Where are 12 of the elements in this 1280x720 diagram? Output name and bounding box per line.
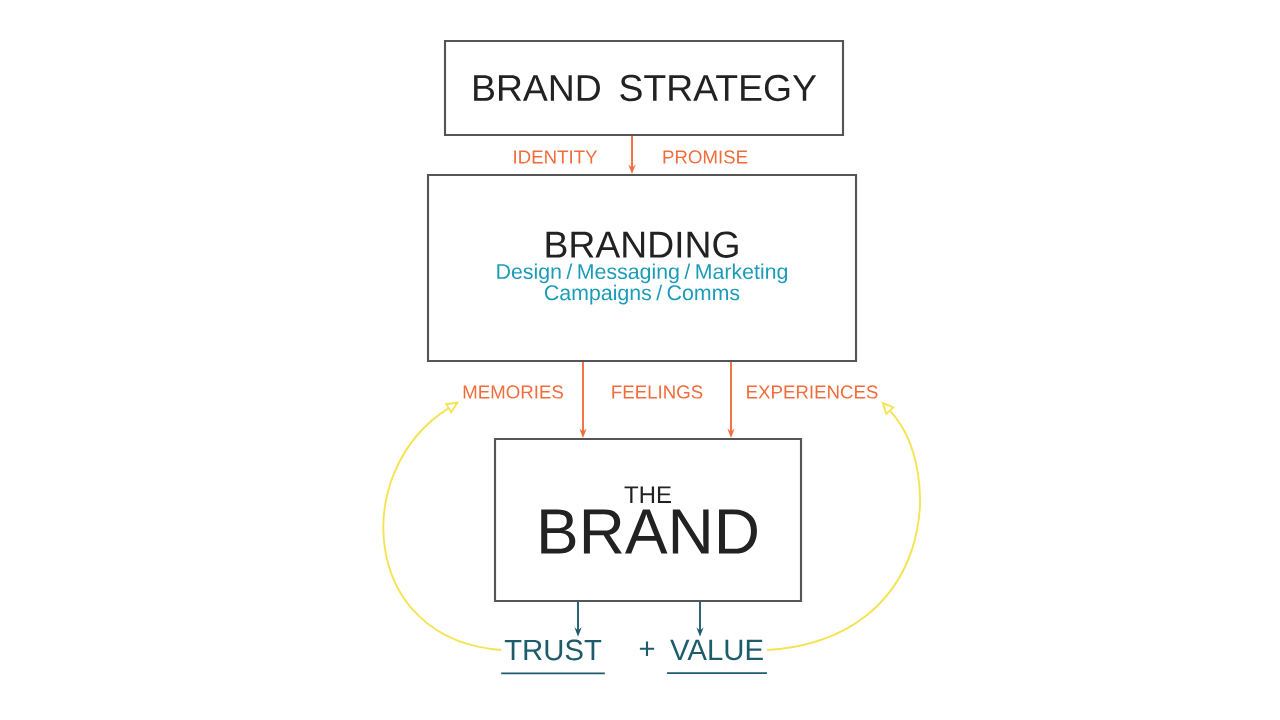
arrow bbox=[382, 401, 503, 651]
text-label: MEMORIES bbox=[463, 385, 563, 399]
process-box: BRANDING Design / Messaging / Marketing Campaigns / Comms bbox=[426, 173, 858, 363]
word-label: PROMISE bbox=[663, 150, 748, 164]
process-box: BRAND STRATEGY bbox=[443, 39, 845, 137]
underlined-word: VALUE bbox=[666, 639, 768, 675]
word-label: IDENTITY bbox=[514, 150, 598, 164]
plus-sign: + bbox=[639, 641, 655, 656]
process-box: THE BRAND bbox=[493, 437, 803, 603]
underlined-word: TRUST bbox=[500, 639, 606, 675]
word-label: FEELINGS bbox=[612, 385, 703, 399]
text-label: EXPERIENCES bbox=[747, 385, 878, 399]
